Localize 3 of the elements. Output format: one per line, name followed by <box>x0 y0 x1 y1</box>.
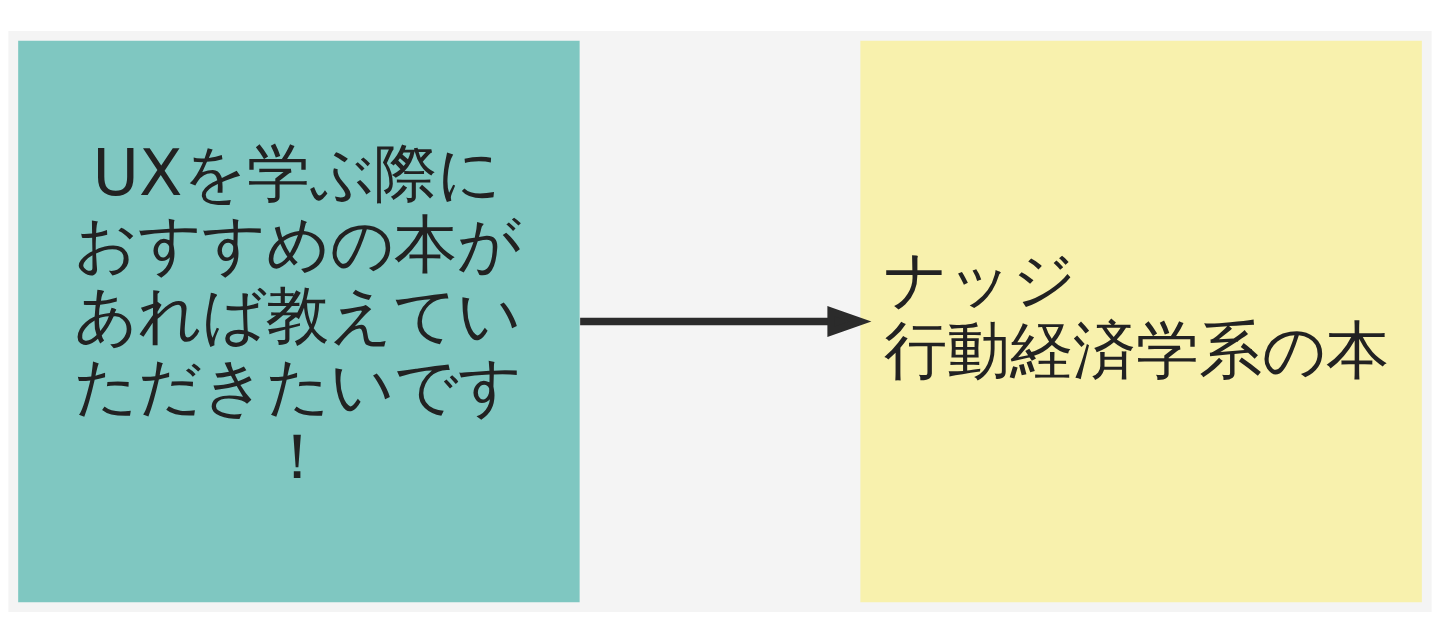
node-box: ナッジ 行動経済学系の本 <box>860 40 1422 602</box>
node-box: UXを学ぶ際におすすめの本があれば教えていただきたいです！ <box>18 40 580 602</box>
arrow <box>580 305 872 337</box>
